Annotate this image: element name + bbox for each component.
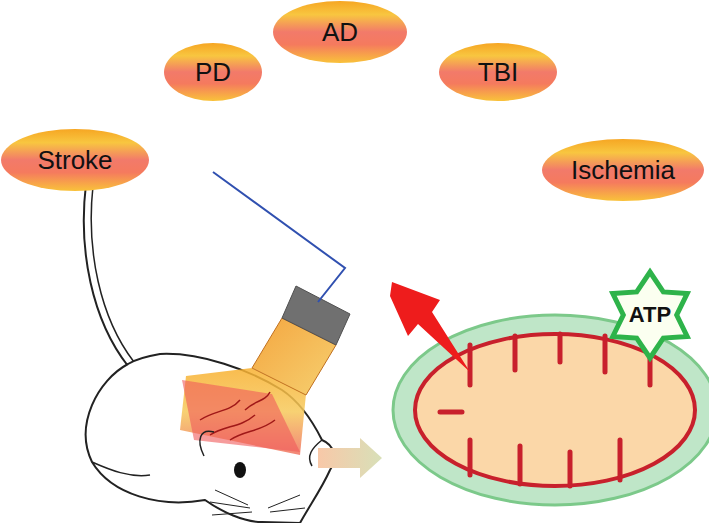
disease-label: PD — [195, 58, 231, 87]
disease-label: Ischemia — [571, 156, 675, 185]
mouse-eye — [234, 462, 246, 478]
disease-node: Stroke — [0, 128, 150, 192]
whiskers — [210, 490, 305, 515]
mouse-leg — [92, 462, 150, 476]
mouse-tail — [91, 186, 134, 362]
disease-node: AD — [272, 0, 408, 64]
disease-node: PD — [163, 42, 263, 102]
disease-label: TBI — [478, 58, 518, 87]
mouse-ear — [200, 431, 214, 456]
atp-star — [613, 272, 687, 358]
cable — [213, 172, 345, 302]
brain-vessels — [200, 392, 275, 440]
cristae — [440, 334, 650, 486]
atp-label: ATP — [629, 303, 671, 327]
disease-label: Stroke — [37, 146, 112, 175]
atp-node: ATP — [604, 268, 696, 362]
disease-ellipse — [542, 139, 704, 201]
disease-ellipse — [273, 1, 407, 63]
lightning-bolt — [390, 282, 470, 372]
disease-ellipse — [1, 129, 149, 191]
disease-ellipse — [439, 43, 557, 101]
disease-ellipse — [164, 43, 262, 101]
disease-label: AD — [322, 18, 358, 47]
disease-node: TBI — [438, 42, 558, 102]
mouse-tail — [84, 184, 128, 366]
transfer-arrow — [318, 438, 382, 478]
laser-cap — [282, 286, 350, 345]
disease-node: Ischemia — [541, 138, 705, 202]
